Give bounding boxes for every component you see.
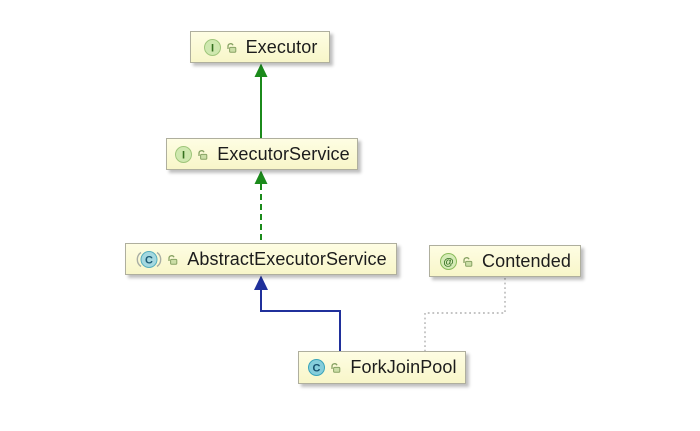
node-fork-join-pool[interactable]: C ForkJoinPool — [298, 351, 466, 384]
edge-line — [260, 288, 341, 352]
abstract-paren-left — [136, 251, 142, 267]
node-label: AbstractExecutorService — [187, 248, 387, 269]
abstract-class-icon: C — [136, 250, 162, 268]
node-label: Executor — [245, 36, 318, 57]
node-label: Contended — [482, 250, 571, 271]
node-label: ForkJoinPool — [350, 357, 457, 377]
edge-arrowhead — [254, 170, 268, 184]
unlocked-icon — [226, 42, 236, 53]
node-icons: I — [174, 145, 209, 164]
svg-text:@: @ — [443, 256, 453, 268]
edge-arrowhead — [254, 63, 268, 77]
node-icons: @ — [439, 252, 474, 271]
edge-forkjoinpool-annotation-contended — [424, 278, 506, 352]
interface-icon: I — [203, 38, 221, 56]
unlocked-icon — [463, 256, 473, 267]
class-icon: C — [308, 359, 326, 376]
node-label: ExecutorService — [217, 143, 350, 164]
edge-executorservice-extends-executor — [254, 63, 268, 139]
unlocked-icon — [198, 149, 208, 160]
edge-arrowhead — [254, 275, 268, 290]
node-icons: C — [135, 250, 179, 269]
edge-forkjoinpool-extends-abstractexecutorservice — [254, 275, 341, 352]
svg-text:C: C — [313, 362, 321, 374]
interface-icon: I — [175, 145, 193, 163]
node-icons: I — [203, 38, 238, 57]
node-executor[interactable]: I Executor — [190, 31, 330, 63]
node-icons: C — [307, 358, 342, 377]
annotation-icon: @ — [440, 252, 457, 270]
node-contended[interactable]: @ Contended — [429, 245, 581, 277]
unlocked-icon — [168, 254, 178, 265]
node-abstract-executor-service[interactable]: C AbstractExecutorService — [125, 243, 397, 275]
abstract-paren-right — [156, 251, 162, 267]
svg-text:I: I — [182, 149, 185, 161]
svg-text:C: C — [145, 254, 153, 266]
node-executor-service[interactable]: I ExecutorService — [166, 138, 358, 170]
svg-text:I: I — [211, 42, 214, 54]
edge-abstractexecutorservice-implements-executorservice — [254, 170, 268, 244]
unlocked-icon — [331, 363, 341, 373]
edge-line — [424, 278, 506, 352]
